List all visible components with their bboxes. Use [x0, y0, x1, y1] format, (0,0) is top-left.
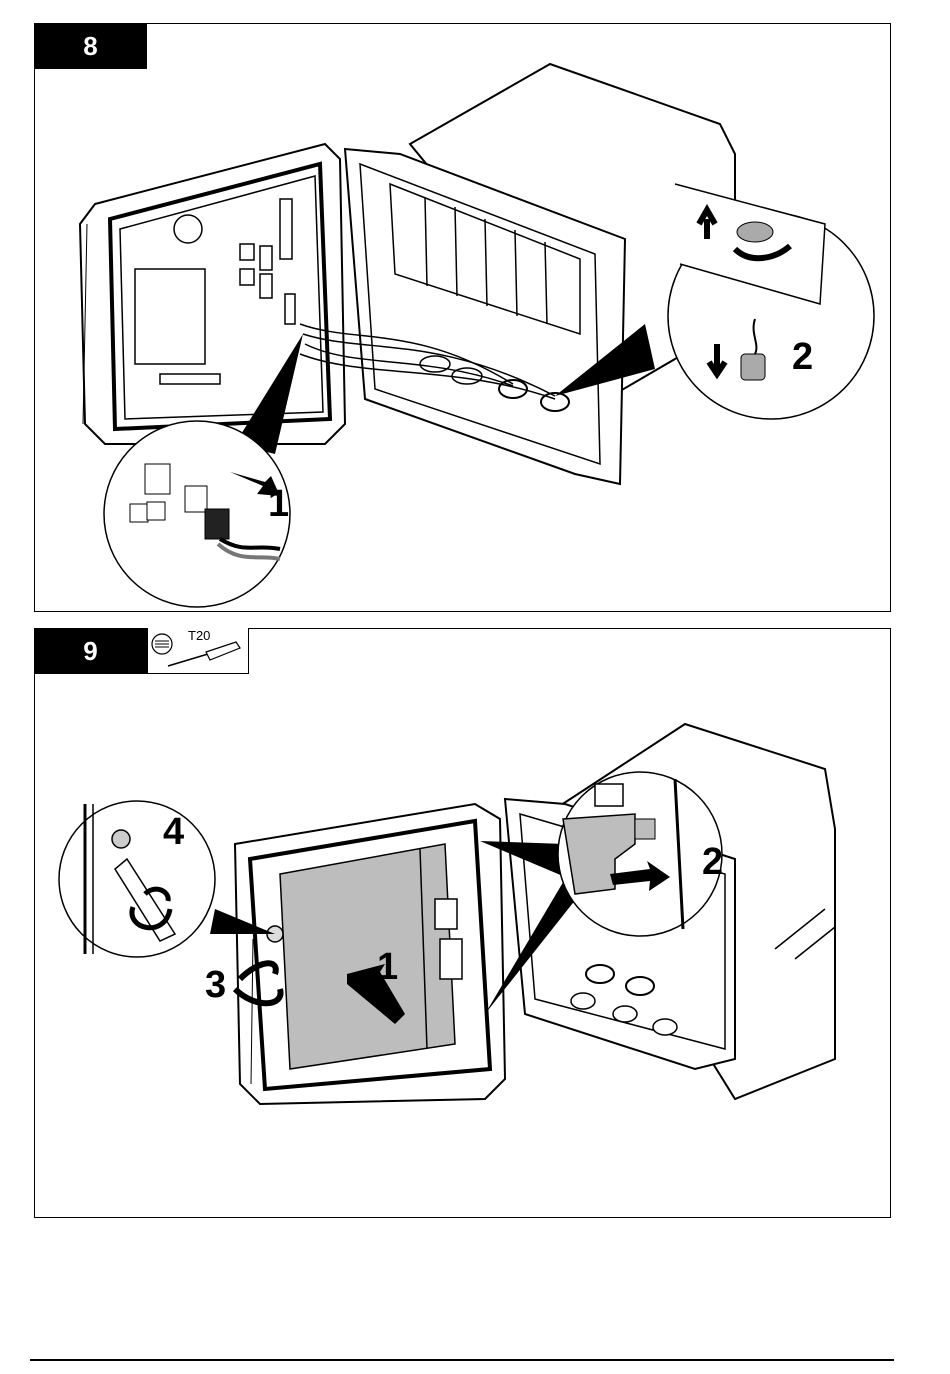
step-8-panel: 8: [34, 23, 891, 612]
callout-label: 2: [792, 336, 813, 378]
detail-magnifier-cover-tab: [558, 772, 722, 936]
controller-door: [235, 804, 505, 1104]
step-9-illustration: 1 2 3 4: [35, 629, 892, 1219]
callout-label: 1: [268, 483, 289, 525]
electronics-cover: [280, 844, 455, 1069]
step-8-illustration: 1 2: [35, 24, 892, 613]
detail-magnifier-cable-gland: [668, 184, 874, 419]
controller-door: [80, 144, 345, 444]
callout-label: 1: [377, 946, 398, 988]
footer-rule: [30, 1359, 894, 1361]
step-9-panel: 9 T20: [34, 628, 891, 1218]
detail-magnifier-connector: [104, 421, 290, 607]
callout-label: 4: [163, 811, 184, 853]
detail-magnifier-screw: [59, 801, 215, 957]
callout-label: 3: [205, 964, 226, 1006]
callout-label: 2: [702, 841, 723, 883]
